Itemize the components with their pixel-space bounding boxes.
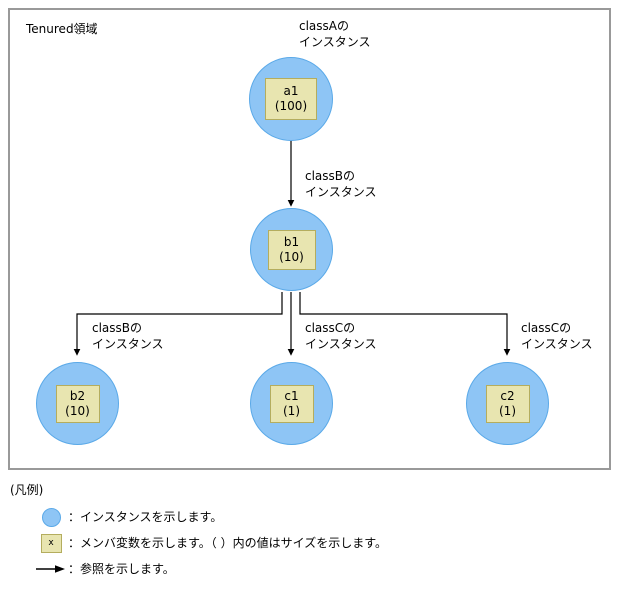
instance-node-b1[interactable]: b1 (10) [250, 208, 333, 291]
member-name-b1: b1 [283, 234, 300, 249]
edge-label-b1: classBの インスタンス [305, 168, 377, 200]
member-name-c2: c2 [500, 388, 515, 403]
instance-node-a1[interactable]: a1 (100) [249, 57, 333, 141]
member-name-c1: c1 [284, 388, 299, 403]
legend-item-member-variable: x ：メンバ変数を示します。（ ）内の値はサイズを示します。 [34, 532, 387, 554]
edge-label-a1: classAの インスタンス [299, 18, 371, 50]
legend-item-reference: ：参照を示します。 [34, 558, 175, 580]
edge-label-c2-line2: インスタンス [521, 337, 593, 351]
legend-item-member-variable-text: ：メンバ変数を示します。（ ）内の値はサイズを示します。 [68, 536, 388, 550]
member-size-c2: (1) [499, 403, 516, 418]
legend-item-reference-text: ：参照を示します。 [68, 562, 175, 576]
member-variable-box-c1: c1 (1) [269, 384, 314, 423]
member-size-a1: (100) [274, 99, 308, 113]
member-size-c1: (1) [283, 403, 300, 418]
legend-title: (凡例) [10, 483, 44, 497]
member-name-b2: b2 [69, 388, 86, 403]
member-variable-box-a1: a1 (100) [265, 78, 317, 120]
legend-item-instance: ：インスタンスを示します。 [34, 506, 222, 528]
legend-item-instance-text: ：インスタンスを示します。 [68, 510, 223, 524]
member-variable-box-b2: b2 (10) [55, 384, 100, 423]
member-variable-box-icon: x [34, 533, 68, 553]
edge-label-b2: classBの インスタンス [92, 320, 164, 352]
edge-label-c1: classCの インスタンス [305, 320, 377, 352]
edge-label-a1-line2: インスタンス [299, 35, 371, 49]
reference-arrow-icon [34, 564, 68, 574]
edge-label-b2-line1: classBの [92, 321, 143, 335]
edge-label-c2-line1: classCの [521, 321, 572, 335]
member-variable-box-b1: b1 (10) [267, 229, 316, 270]
edge-label-c1-line2: インスタンス [305, 337, 377, 351]
instance-node-c1[interactable]: c1 (1) [250, 362, 333, 445]
member-size-b1: (10) [279, 249, 304, 264]
tenured-area-title: Tenured領域 [26, 22, 98, 36]
edge-label-b2-line2: インスタンス [92, 337, 164, 351]
member-variable-box-glyph: x [40, 533, 62, 553]
member-size-b2: (10) [65, 403, 90, 418]
instance-node-b2[interactable]: b2 (10) [36, 362, 119, 445]
edge-label-c1-line1: classCの [305, 321, 356, 335]
edge-label-b1-line2: インスタンス [305, 185, 377, 199]
member-name-a1: a1 [283, 84, 299, 98]
edge-label-a1-line1: classAの [299, 19, 349, 33]
member-variable-box-c2: c2 (1) [485, 384, 530, 423]
instance-circle-icon [34, 507, 68, 527]
edge-label-b1-line1: classBの [305, 169, 356, 183]
edge-label-c2: classCの インスタンス [521, 320, 593, 352]
instance-node-c2[interactable]: c2 (1) [466, 362, 549, 445]
